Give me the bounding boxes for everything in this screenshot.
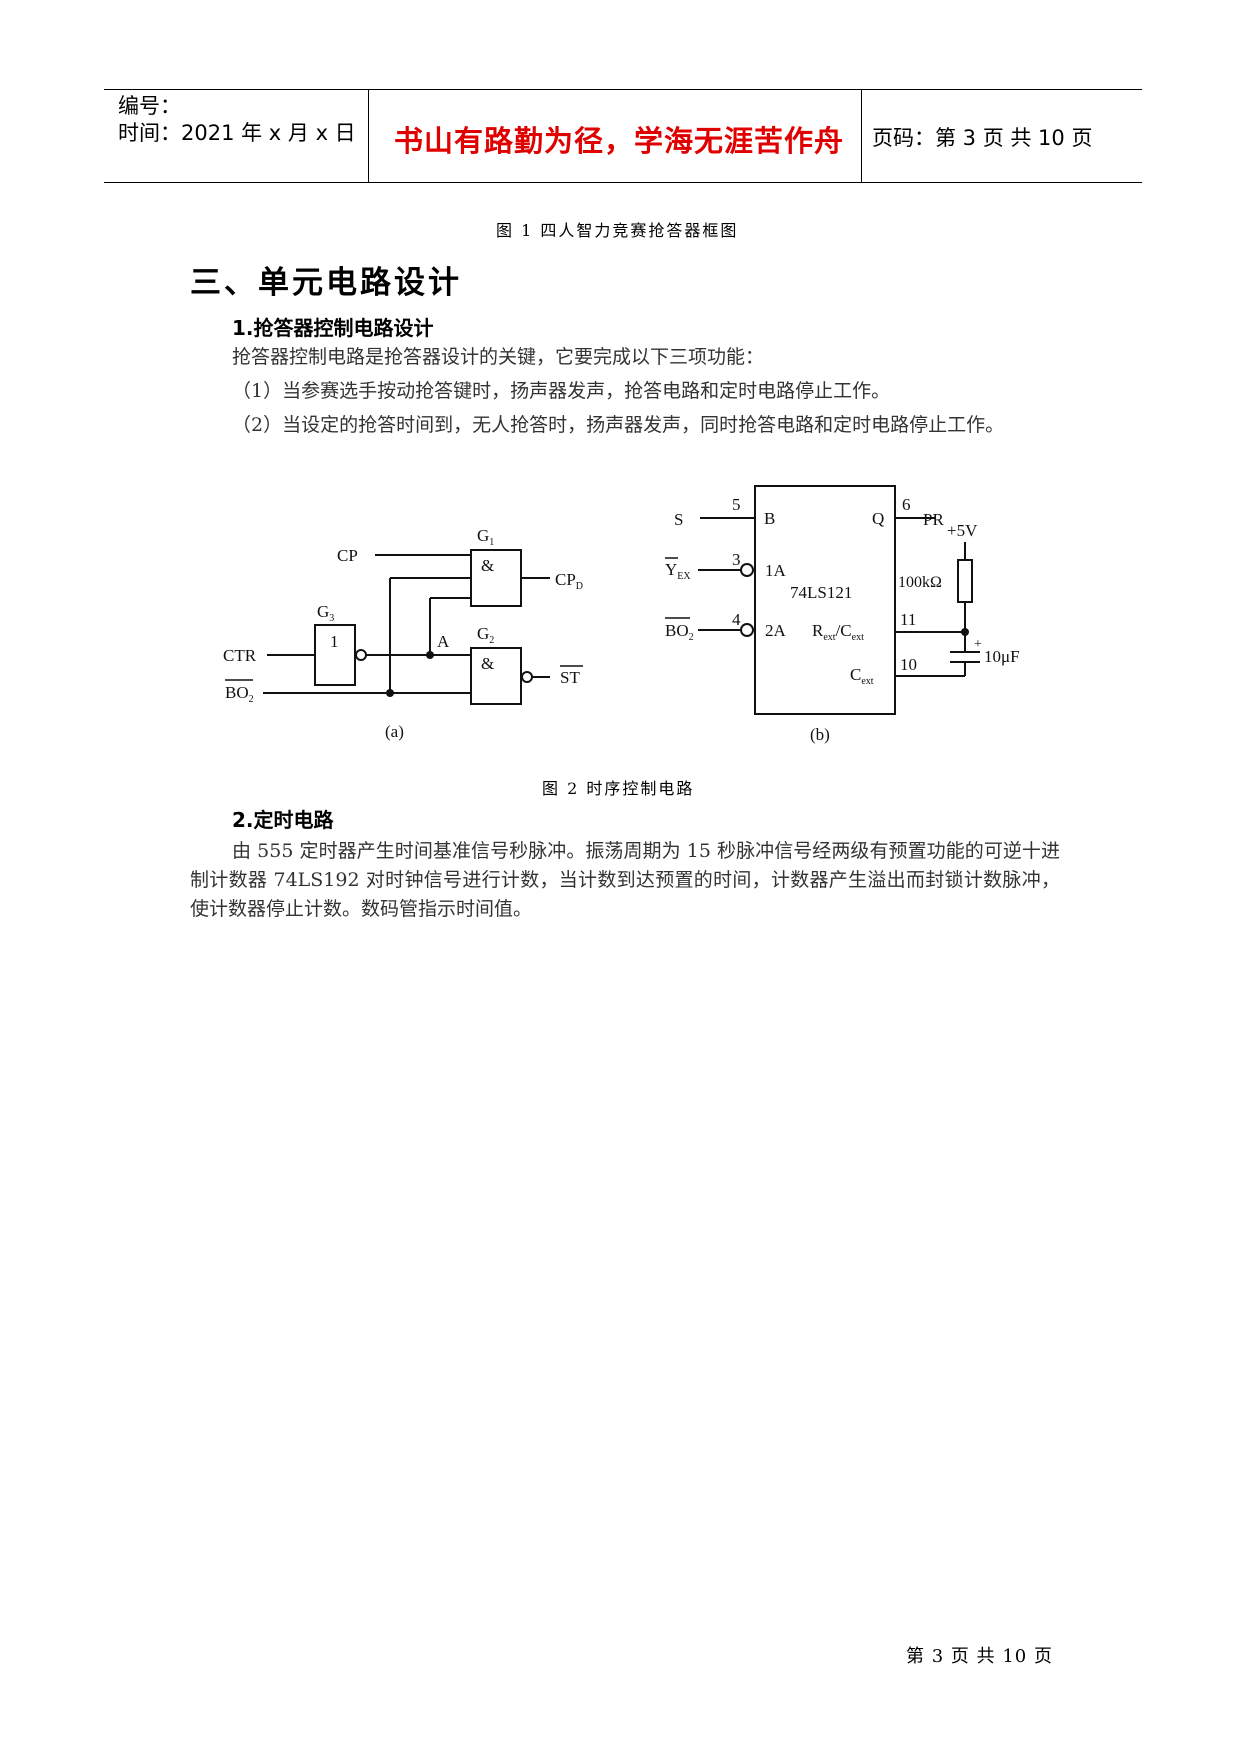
chip-74ls121: [754, 485, 896, 715]
pin10-label: 10: [900, 655, 917, 674]
g1-and-gate: [470, 549, 522, 607]
bo2-junction: [386, 689, 394, 697]
figure2b-label: (b): [810, 725, 830, 744]
capacitor-plus-label: +: [974, 637, 982, 652]
pin1a-inverter-bubble: [740, 563, 754, 577]
subsection1-intro: 抢答器控制电路是抢答器设计的关键，它要完成以下三项功能：: [232, 346, 765, 368]
st-label: ST: [560, 668, 580, 687]
node-a-junction: [426, 651, 434, 659]
figure1-caption: 图 1 四人智力竞赛抢答器框图: [496, 221, 739, 240]
pin4-label: 4: [732, 610, 741, 629]
chip-name-label: 74LS121: [790, 583, 852, 602]
pin2a-inverter-bubble: [740, 623, 754, 637]
ctr-label: CTR: [223, 646, 257, 665]
header-motto: 书山有路勤为径，学海无涯苦作舟: [394, 124, 845, 158]
doc-time-label: 时间：2021 年 x 月 x 日: [118, 121, 356, 145]
figure2a-label: (a): [385, 722, 404, 741]
cpd-label: CPD: [555, 570, 583, 592]
yex-label: YEX: [665, 560, 691, 582]
header-bottom-rule: [104, 182, 1142, 183]
g3-label: G3: [317, 602, 334, 624]
g2-inverter-bubble: [521, 671, 533, 683]
subsection2-title: 2.定时电路: [232, 808, 334, 832]
capacitor-label: 10μF: [984, 647, 1020, 666]
resistor-label: 100kΩ: [898, 574, 942, 591]
page-number-label: 页码：第 3 页 共 10 页: [872, 126, 1093, 150]
s-label: S: [674, 510, 683, 529]
g3-not-symbol: 1: [330, 632, 339, 651]
g2-label: G2: [477, 624, 494, 646]
bo2-label: BO2: [225, 683, 254, 705]
pin5-label: 5: [732, 495, 741, 514]
b-pin-label: B: [764, 509, 775, 528]
node-a-label: A: [437, 632, 450, 651]
q-pin-label: Q: [872, 509, 884, 528]
pr-label: PR: [923, 510, 944, 529]
figure2b-circuit-diagram: 5 6 3 4 11 10 S B Q PR +5V 100kΩ YEX BO2…: [665, 485, 1020, 744]
cext-label: Cext: [850, 665, 874, 687]
pin-1a-label: 1A: [765, 561, 787, 580]
cp-label: CP: [337, 546, 358, 565]
figure2a-logic-diagram: G1 G2 G3 & & 1 CP CPD CTR BO2 A ST (a): [223, 526, 583, 741]
pin11-label: 11: [900, 610, 916, 629]
section-title: 三、单元电路设计: [190, 265, 462, 301]
header-divider-left: [368, 89, 369, 182]
figure2-caption: 图 2 时序控制电路: [542, 779, 695, 798]
page-footer: 第 3 页 共 10 页: [906, 1646, 1053, 1667]
vcc-label: +5V: [947, 521, 978, 540]
pin6-label: 6: [902, 495, 911, 514]
g2-and-gate: [470, 647, 522, 705]
g3-inverter-bubble: [355, 649, 367, 661]
subsection1-item1: （1）当参赛选手按动抢答键时，扬声器发声，抢答电路和定时电路停止工作。: [232, 380, 891, 402]
pin3-label: 3: [732, 550, 741, 569]
g2-and-symbol: &: [481, 654, 494, 673]
bo2-b-label: BO2: [665, 621, 694, 643]
pin-2a-label: 2A: [765, 621, 787, 640]
subsection1-item2: （2）当设定的抢答时间到，无人抢答时，扬声器发声，同时抢答电路和定时电路停止工作…: [232, 414, 1005, 436]
subsection2-text: 由 555 定时器产生时间基准信号秒脉冲。振荡周期为 15 秒脉冲信号经两级有预…: [190, 840, 1060, 920]
header-divider-right: [861, 89, 862, 182]
rext-cext-label: Rext/Cext: [812, 621, 864, 643]
resistor-100k: [957, 559, 973, 603]
pin11-junction: [961, 628, 969, 636]
header-top-rule: [104, 89, 1142, 90]
g1-label: G1: [477, 526, 494, 548]
doc-number-label: 编号：: [118, 94, 181, 118]
g1-and-symbol: &: [481, 556, 494, 575]
subsection1-title: 1.抢答器控制电路设计: [232, 316, 434, 340]
